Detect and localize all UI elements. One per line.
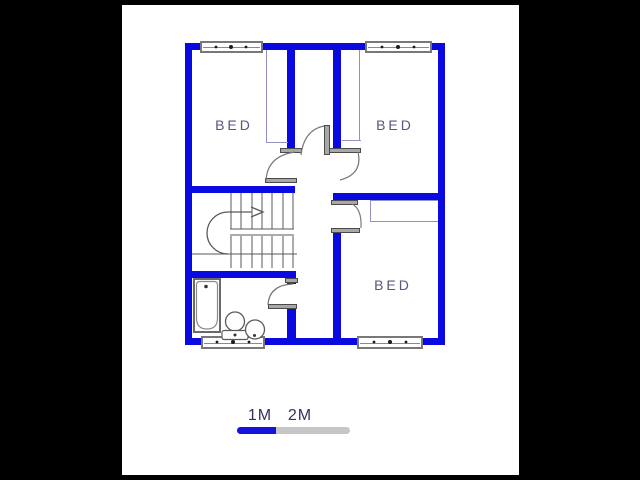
exterior-wall-bottom bbox=[185, 338, 445, 345]
frame-left bbox=[0, 0, 122, 480]
door-swing-arcs bbox=[265, 125, 362, 306]
door-jamb-bed3-bottom bbox=[331, 228, 360, 233]
closet-line-bed1 bbox=[266, 50, 267, 143]
closet-line-bed2 bbox=[359, 50, 360, 140]
frame-right bbox=[519, 0, 640, 480]
toilet bbox=[221, 311, 249, 341]
room-label-bed-bottom-right: BED bbox=[374, 277, 412, 293]
door-arc-bathroom bbox=[267, 283, 294, 306]
room-label-bed-top-left: BED bbox=[215, 117, 253, 133]
scale-bar-track bbox=[237, 427, 350, 434]
closet-line-bed3-top bbox=[370, 200, 438, 201]
interior-wall-bed1-hall bbox=[287, 50, 295, 148]
interior-wall-stairs-top bbox=[192, 186, 295, 193]
exterior-wall-top bbox=[185, 43, 445, 50]
door-arc-bed2 bbox=[339, 151, 360, 181]
closet-line-bed2-bottom bbox=[342, 140, 361, 141]
scale-bar-filled bbox=[237, 427, 276, 434]
interior-wall-bathroom-top bbox=[192, 271, 295, 278]
bathtub-faucet bbox=[204, 284, 208, 289]
interior-wall-bed3-left bbox=[333, 228, 341, 338]
window-glazing-marks bbox=[214, 45, 416, 344]
door-arc-bed3 bbox=[351, 203, 362, 229]
door-jamb-bed3-top bbox=[331, 200, 358, 205]
closet-line-bed3-bottom bbox=[370, 221, 438, 222]
interior-wall-bathroom-right-upper bbox=[287, 271, 296, 284]
door-leaf-hall bbox=[324, 125, 330, 155]
interior-wall-bed2-hall bbox=[333, 50, 341, 148]
stair-direction-arrow bbox=[206, 206, 265, 255]
door-arc-hall bbox=[300, 125, 325, 156]
room-label-bed-top-right: BED bbox=[376, 117, 414, 133]
closet-line-bed3-left bbox=[370, 200, 371, 222]
door-leaf-bathroom bbox=[268, 304, 297, 309]
bathtub-inner bbox=[195, 280, 219, 330]
interior-wall-bed3-top bbox=[333, 193, 438, 200]
scale-label-2m: 2M bbox=[287, 407, 313, 424]
sink bbox=[244, 319, 266, 340]
closet-line-bed1-bottom bbox=[266, 142, 288, 143]
wall-cap-bathroom-door bbox=[285, 278, 298, 283]
interior-wall-bathroom-right-lower bbox=[287, 309, 296, 338]
door-arc-bed1 bbox=[265, 151, 296, 182]
frame-bottom bbox=[0, 475, 640, 480]
scale-label-1m: 1M bbox=[247, 407, 273, 424]
exterior-wall-right bbox=[438, 43, 445, 345]
frame-top bbox=[0, 0, 640, 5]
exterior-wall-left bbox=[185, 43, 192, 345]
staircase bbox=[192, 193, 297, 268]
